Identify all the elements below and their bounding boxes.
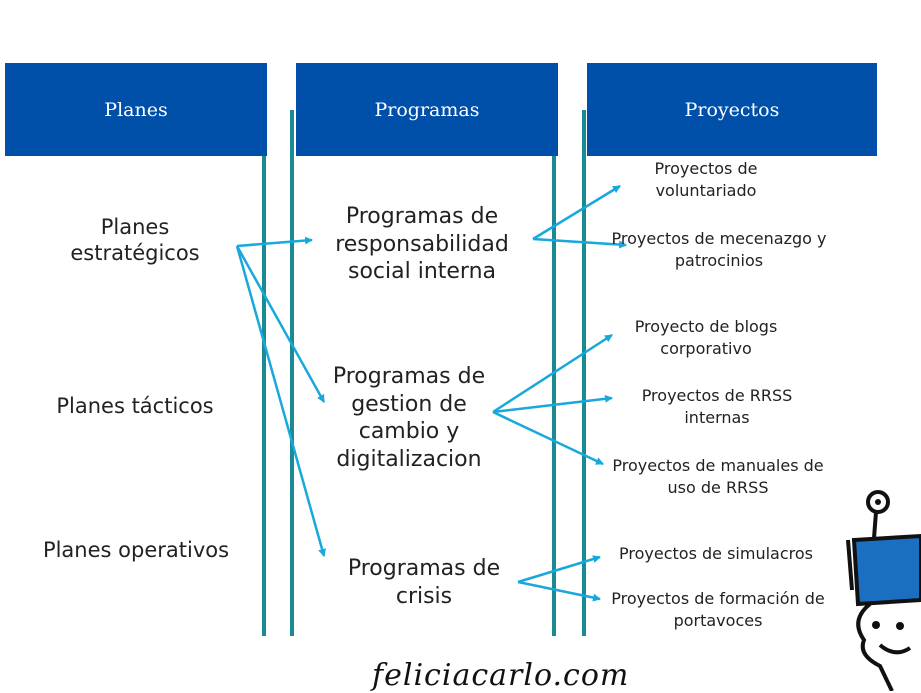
divider-line [552, 156, 556, 636]
proyecto-formacion-portavoces: Proyectos de formación de portavoces [611, 589, 825, 631]
programa-crisis: Programas de crisis [347, 556, 501, 609]
divider-line [582, 110, 586, 636]
arrow [235, 245, 326, 403]
programa-responsabilidad: Programas de responsabilidad social inte… [335, 204, 509, 284]
plan-tacticos: Planes tácticos [56, 394, 214, 418]
header-proyectos: Proyectos [587, 63, 877, 156]
arrow [517, 555, 601, 584]
proyecto-mecenazgo: Proyectos de mecenazgo y patrocinios [611, 229, 827, 271]
header-programas-label: Programas [374, 98, 480, 121]
arrow [492, 410, 604, 466]
signature-text: feliciacarlo.com [372, 658, 630, 693]
proyecto-simulacros: Proyectos de simulacros [619, 544, 813, 563]
arrow [532, 237, 627, 249]
divider-line [262, 156, 266, 636]
proyecto-voluntariado: Proyectos de voluntariado [654, 159, 758, 201]
header-programas: Programas [296, 63, 558, 156]
plan-operativos: Planes operativos [42, 538, 230, 562]
programa-gestion-cambio: Programas de gestion de cambio y digital… [332, 364, 486, 472]
header-planes: Planes [5, 63, 267, 156]
header-proyectos-label: Proyectos [684, 98, 780, 121]
arrow [517, 580, 601, 602]
arrow [492, 394, 613, 414]
proyecto-blogs: Proyecto de blogs corporativo [634, 317, 778, 359]
arrow [492, 333, 613, 414]
arrow [235, 245, 326, 557]
arrow [532, 184, 621, 241]
arrow [236, 236, 313, 248]
divider-line [290, 110, 294, 636]
plan-estrategicos: Planes estratégicos [70, 215, 200, 266]
character-logo-icon [846, 490, 921, 691]
header-planes-label: Planes [104, 98, 168, 121]
proyecto-rrss-internas: Proyectos de RRSS internas [641, 386, 793, 428]
proyecto-manuales-rrss: Proyectos de manuales de uso de RRSS [612, 456, 824, 498]
